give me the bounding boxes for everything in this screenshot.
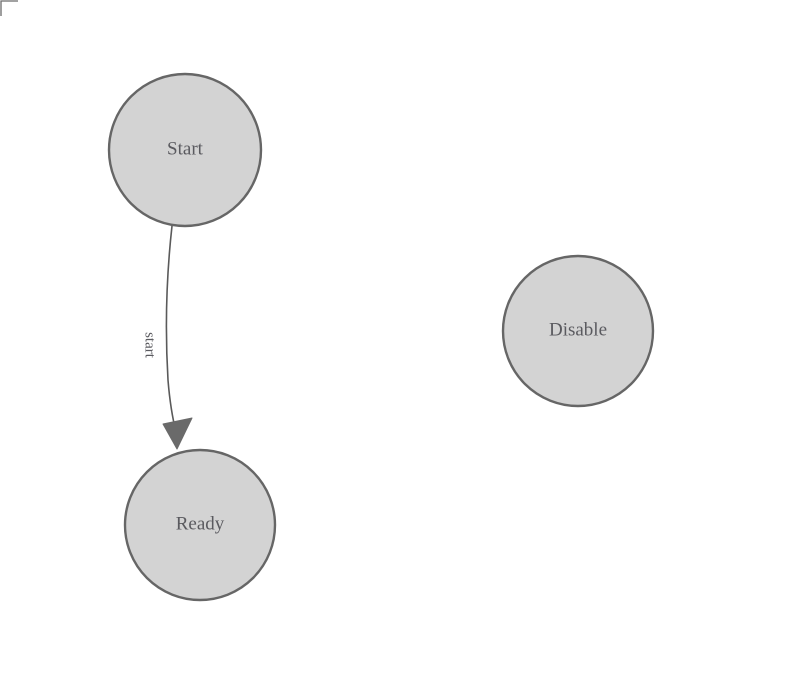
node-disable-circle <box>501 254 655 408</box>
selection-corner-bracket-icon <box>0 0 18 16</box>
node-ready-label: Ready <box>176 513 225 534</box>
node-disable[interactable]: Disable <box>501 254 655 408</box>
node-start[interactable]: Start <box>107 72 263 228</box>
node-start-label: Start <box>167 138 204 159</box>
node-ready-circle <box>123 448 277 602</box>
edge-label-start: start <box>142 332 158 359</box>
node-ready[interactable]: Ready <box>123 448 277 602</box>
edge-start-to-ready[interactable]: start <box>142 225 193 450</box>
edge-line <box>165 225 177 433</box>
node-start-circle <box>107 72 263 228</box>
arrowhead-icon <box>162 417 193 450</box>
node-disable-label: Disable <box>549 319 607 340</box>
